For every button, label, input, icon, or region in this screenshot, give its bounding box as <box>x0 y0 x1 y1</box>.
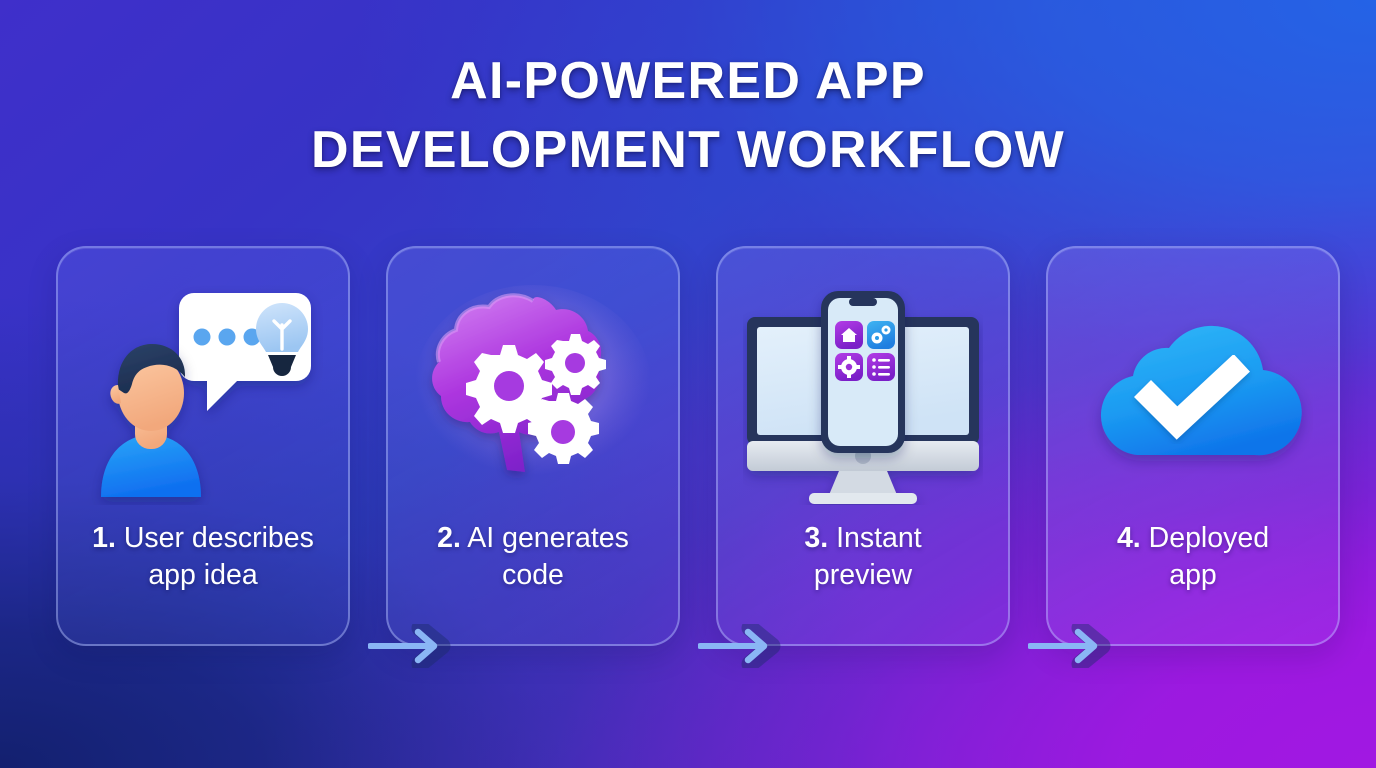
card-1-icon-area <box>58 270 348 520</box>
arrow-right-icon <box>1027 619 1111 673</box>
card-4-caption: 4. Deployed app <box>1062 520 1324 594</box>
card-2-inner: 2. AI generates code <box>388 248 678 644</box>
card-2-step-number: 2. <box>437 522 461 554</box>
arrow-step1-to-step2 <box>367 619 464 673</box>
workflow-step-card-2[interactable]: 2. AI generates code <box>386 246 680 646</box>
card-3-label-line-1: Instant <box>836 522 922 554</box>
workflow-step-card-4[interactable]: 4. Deployed app <box>1046 246 1340 646</box>
workflow-step-card-1[interactable]: 1. User describes app idea <box>56 246 350 646</box>
cloud-check-icon <box>1100 325 1302 456</box>
card-3-step-number: 3. <box>804 522 829 554</box>
workflow-steps-container: 1. User describes app idea <box>56 246 1340 673</box>
card-4-label-line-2: app <box>1169 559 1217 592</box>
page-title-line-1: AI-POWERED APP <box>450 52 926 110</box>
page-title-line-2: DEVELOPMENT WORKFLOW <box>311 121 1065 180</box>
card-2-icon-area <box>388 270 678 520</box>
card-3-inner: 3. Instant preview <box>718 248 1008 644</box>
phone-app-tiles <box>835 321 895 381</box>
typing-dots-icon <box>193 328 261 346</box>
brain-gears-icon <box>415 285 651 485</box>
checkmark-icon <box>1134 354 1250 440</box>
gears-icon <box>871 325 891 344</box>
user-speech-bubble-idea-icon <box>101 293 311 497</box>
arrow-step3-to-step4 <box>1027 619 1124 673</box>
list-icon <box>872 358 890 376</box>
person-avatar <box>101 344 201 497</box>
card-4-icon-area <box>1048 270 1338 520</box>
gear-small-top-icon <box>545 334 606 395</box>
arrow-right-icon <box>697 619 781 673</box>
card-1-inner: 1. User describes app idea <box>58 248 348 644</box>
card-1-label-line-1: User describes <box>123 522 314 554</box>
workflow-step-card-3[interactable]: 3. Instant preview <box>716 246 1010 646</box>
arrow-step2-to-step3 <box>697 619 794 673</box>
arrow-right-icon <box>367 619 451 673</box>
card-4-label-line-1: Deployed <box>1148 522 1270 554</box>
gears-group <box>466 334 606 464</box>
gear-icon <box>838 356 860 378</box>
gear-small-bottom-icon <box>528 393 599 464</box>
card-4-inner: 4. Deployed app <box>1048 248 1338 644</box>
card-1-step-number: 1. <box>92 522 116 554</box>
page-title: AI-POWERED APP DEVELOPMENT WORKFLOW <box>0 47 1376 185</box>
card-2-label-line-2: code <box>502 559 564 592</box>
card-2-label-line-1: AI generates <box>467 522 629 554</box>
card-1-caption: 1. User describes app idea <box>72 520 334 594</box>
monitor-phone-preview-icon <box>747 291 979 504</box>
card-1-label-line-2: app idea <box>148 559 258 592</box>
card-3-label-line-2: preview <box>813 559 913 592</box>
home-icon <box>841 328 857 342</box>
gear-large-icon <box>466 345 552 433</box>
lightbulb-icon <box>256 303 308 376</box>
card-3-caption: 3. Instant preview <box>732 520 994 594</box>
card-2-caption: 2. AI generates code <box>402 520 664 594</box>
card-3-icon-area <box>718 270 1008 520</box>
card-4-step-number: 4. <box>1116 522 1141 554</box>
